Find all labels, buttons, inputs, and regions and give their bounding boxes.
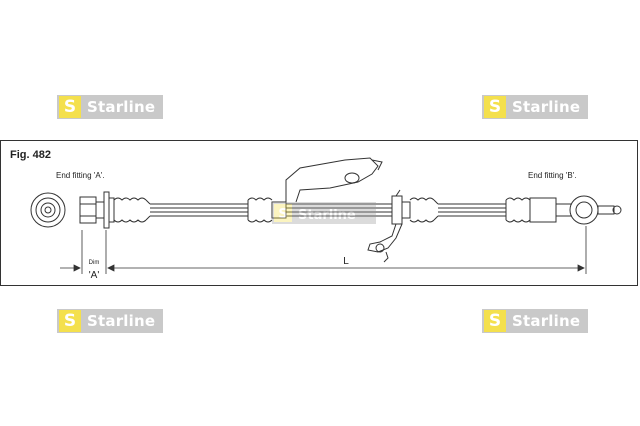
dim-label: Dim xyxy=(89,260,100,266)
hose-segment-left xyxy=(150,203,248,217)
starline-badge-icon: S xyxy=(59,310,81,332)
figure-frame xyxy=(0,140,638,286)
end-fitting-a-label: End fitting 'A'. xyxy=(56,171,104,180)
starline-wordmark: Starline xyxy=(87,312,156,330)
middle-crimp-left xyxy=(247,197,287,223)
starline-badge-icon: S xyxy=(59,96,81,118)
figure-title: Fig. 482 xyxy=(10,149,51,161)
starline-wordmark: Starline xyxy=(87,98,156,116)
watermark-wordmark: Starline xyxy=(298,208,356,223)
fitting-a-side-view xyxy=(79,191,151,229)
hose-segment-right xyxy=(438,203,506,217)
starline-logo-top-left: S Starline xyxy=(57,95,164,119)
length-label: L xyxy=(343,256,349,267)
dim-value: 'A' xyxy=(89,270,100,281)
end-fitting-b-label: End fitting 'B'. xyxy=(528,171,576,180)
fitting-a-end-view xyxy=(30,192,66,228)
starline-badge-icon: S xyxy=(484,310,506,332)
hose-clip xyxy=(367,189,403,263)
hose-segment-middle xyxy=(286,203,392,217)
fitting-b-side-view xyxy=(505,195,622,225)
starline-badge-icon: S xyxy=(484,96,506,118)
brake-hose-drawing: S Starline Fig. 482 End fitting 'A'. End… xyxy=(10,149,622,281)
starline-wordmark: Starline xyxy=(512,98,581,116)
starline-logo-top-right: S Starline xyxy=(482,95,589,119)
middle-crimp-right xyxy=(401,197,439,223)
starline-wordmark: Starline xyxy=(512,312,581,330)
starline-logo-bottom-right: S Starline xyxy=(482,309,589,333)
watermark-badge-letter: S xyxy=(278,207,287,222)
mounting-bracket xyxy=(285,157,383,203)
starline-logo-bottom-left: S Starline xyxy=(57,309,164,333)
dimension-lines xyxy=(60,226,587,274)
starline-watermark: S Starline xyxy=(272,202,376,224)
